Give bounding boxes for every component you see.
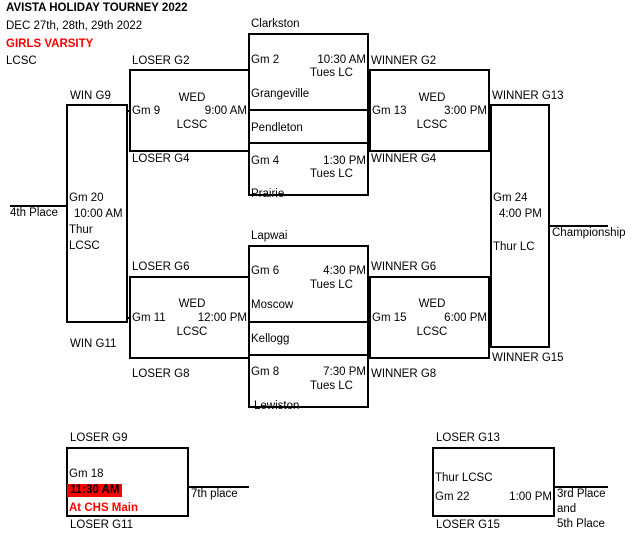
team-kellogg: Kellogg xyxy=(251,333,290,345)
fourth-place-label: 4th Place xyxy=(10,207,58,219)
feed-loser-g15: LOSER G15 xyxy=(436,519,500,531)
feed-loser-g11: LOSER G11 xyxy=(70,519,134,531)
game22-time: 1:00 PM xyxy=(509,491,552,503)
game18-box xyxy=(66,447,189,517)
fifth-place-label: 5th Place xyxy=(557,518,605,530)
game4-time: 1:30 PM xyxy=(323,155,366,167)
game15-box xyxy=(369,276,490,359)
game11-time: 12:00 PM xyxy=(197,312,247,324)
team-grangeville: Grangeville xyxy=(251,88,310,100)
feed-win-g9: WIN G9 xyxy=(70,90,111,102)
game22-id: Gm 22 xyxy=(435,491,470,503)
game9-id: Gm 9 xyxy=(132,105,161,117)
feed-loser-g9: LOSER G9 xyxy=(70,432,128,444)
game2-time: 10:30 AM xyxy=(317,54,366,66)
feed-loser-g6: LOSER G6 xyxy=(132,261,190,273)
game4-id: Gm 4 xyxy=(251,155,280,167)
championship-label: Championship xyxy=(552,227,626,239)
game13-time: 3:00 PM xyxy=(444,105,487,117)
game15-time: 6:00 PM xyxy=(444,312,487,324)
game6-time: 4:30 PM xyxy=(323,265,366,277)
game22-box xyxy=(432,447,555,517)
third-place-label: 3rd Place xyxy=(557,488,606,500)
game11-day: WED xyxy=(178,298,206,310)
feed-winner-g4: WINNER G4 xyxy=(371,153,437,165)
feed-winner-g8: WINNER G8 xyxy=(371,368,437,380)
feed-loser-g2: LOSER G2 xyxy=(132,55,190,67)
game20-site: LCSC xyxy=(69,240,100,252)
team-pendleton: Pendleton xyxy=(251,122,303,134)
game13-site: LCSC xyxy=(416,119,448,131)
tournament-dates: DEC 27th, 28th, 29th 2022 xyxy=(6,20,143,32)
game24-id: Gm 24 xyxy=(493,192,528,204)
game6-site: Tues LC xyxy=(309,279,353,291)
game18-id: Gm 18 xyxy=(69,468,104,480)
team-moscow: Moscow xyxy=(251,299,294,311)
game15-day: WED xyxy=(418,298,446,310)
game15-id: Gm 15 xyxy=(372,312,407,324)
feed-loser-g13: LOSER G13 xyxy=(436,432,500,444)
feed-loser-g4: LOSER G4 xyxy=(132,153,190,165)
team-prairie: Prairie xyxy=(251,188,285,200)
connector-g11-in xyxy=(128,317,131,319)
division-label: GIRLS VARSITY xyxy=(6,38,94,50)
feed-loser-g8: LOSER G8 xyxy=(132,368,190,380)
feed-winner-g2: WINNER G2 xyxy=(371,55,437,67)
divider-g2-pendleton xyxy=(248,109,369,111)
venue-label: LCSC xyxy=(6,55,37,67)
divider-kellogg-g8 xyxy=(248,354,369,356)
fourth-place-line xyxy=(10,205,66,207)
connector-g9-in xyxy=(128,110,131,112)
feed-winner-g6: WINNER G6 xyxy=(371,261,437,273)
game24-site: Thur LC xyxy=(493,241,535,253)
feed-winner-g13: WINNER G13 xyxy=(492,90,564,102)
game9-day: WED xyxy=(178,92,206,104)
game20-id: Gm 20 xyxy=(69,192,104,204)
divider-g6-kellogg xyxy=(248,321,369,323)
game4-site: Tues LC xyxy=(309,168,353,180)
game11-site: LCSC xyxy=(176,326,208,338)
team-lapwai: Lapwai xyxy=(251,230,288,242)
game22-site: Thur LCSC xyxy=(435,472,493,484)
game2-site: Tues LC xyxy=(309,67,353,79)
feed-winner-g15: WINNER G15 xyxy=(492,352,564,364)
game18-time: 11:30 AM xyxy=(67,484,123,497)
seventh-place-line xyxy=(189,486,249,488)
game8-time: 7:30 PM xyxy=(323,366,366,378)
game6-id: Gm 6 xyxy=(251,265,280,277)
seventh-place-label: 7th place xyxy=(191,488,238,500)
game9-site: LCSC xyxy=(176,119,208,131)
tournament-title: AVISTA HOLIDAY TOURNEY 2022 xyxy=(6,2,188,14)
game20-time: 10:00 AM xyxy=(74,208,123,220)
game13-box xyxy=(369,69,490,152)
game9-time: 9:00 AM xyxy=(204,105,247,117)
third-fifth-place-line xyxy=(555,486,608,488)
game15-site: LCSC xyxy=(416,326,448,338)
team-clarkston: Clarkston xyxy=(251,18,300,30)
feed-win-g11: WIN G11 xyxy=(70,338,117,350)
championship-line xyxy=(550,225,608,227)
game24-box xyxy=(490,104,550,348)
game18-site: At CHS Main xyxy=(69,502,138,514)
game8-id: Gm 8 xyxy=(251,366,280,378)
game20-day: Thur xyxy=(69,224,93,236)
game2-id: Gm 2 xyxy=(251,54,280,66)
team-lewiston: Lewiston xyxy=(254,400,300,412)
game24-time: 4:00 PM xyxy=(499,208,542,220)
and-label: and xyxy=(557,503,577,515)
game11-id: Gm 11 xyxy=(132,312,166,324)
game13-day: WED xyxy=(418,92,446,104)
divider-pendleton-g4 xyxy=(248,142,369,144)
game8-site: Tues LC xyxy=(309,380,353,392)
game13-id: Gm 13 xyxy=(372,105,407,117)
game20-box xyxy=(66,104,128,323)
